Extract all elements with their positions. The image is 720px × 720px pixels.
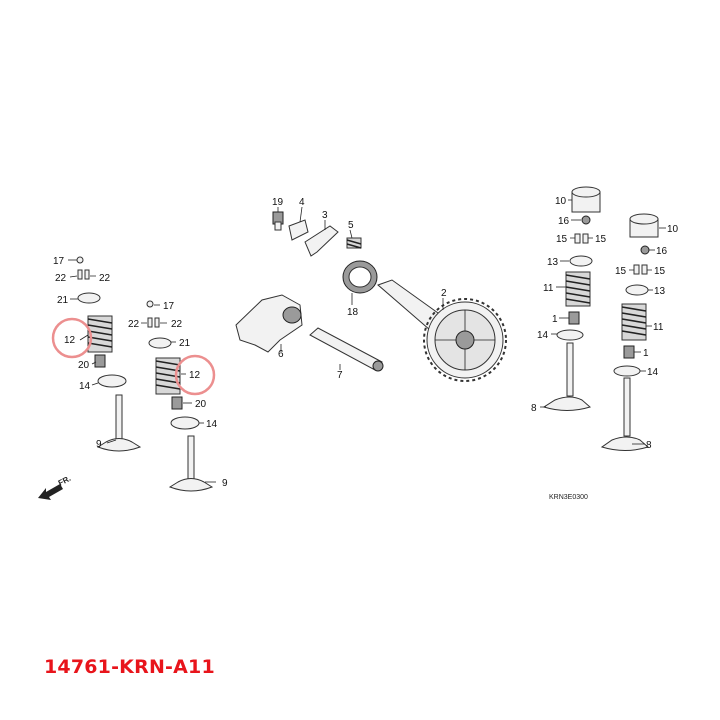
callout-16: 16 <box>656 246 668 257</box>
callout-9: 9 <box>222 478 228 489</box>
valve-spring-part-12 <box>87 315 113 353</box>
valve-part-9b <box>168 435 214 492</box>
callout-17: 17 <box>53 256 65 267</box>
callout-22: 22 <box>171 319 183 330</box>
callout-1: 1 <box>643 348 649 359</box>
seal-part-1 <box>568 311 580 325</box>
valve-part-9 <box>96 394 142 452</box>
callout-12: 12 <box>64 335 76 346</box>
callout-1: 1 <box>552 314 558 325</box>
callout-20: 20 <box>78 360 90 371</box>
cotter-part-15 <box>574 233 581 244</box>
callout-11: 11 <box>653 322 664 333</box>
valve-part-8b <box>600 377 650 451</box>
bolt-part-19 <box>272 211 284 231</box>
callout-22: 22 <box>99 273 111 284</box>
retainer-part-13 <box>569 255 593 267</box>
rocker-part-3 <box>304 225 339 257</box>
front-direction-arrow: FR. <box>38 474 72 500</box>
seal-part-20 <box>94 354 106 368</box>
callout-10: 10 <box>667 224 679 235</box>
callout-14: 14 <box>79 381 91 392</box>
valve-part-8 <box>542 342 592 411</box>
cotter-part-17b <box>146 300 154 308</box>
seat-part-14d <box>613 365 641 377</box>
cotter-part-22c <box>147 317 153 328</box>
rocker-shaft-part-7 <box>309 327 384 372</box>
rocker-arm-part-6 <box>235 294 303 353</box>
callout-15: 15 <box>556 234 568 245</box>
leader-lines <box>68 199 666 483</box>
left-valve-assembly-lower <box>146 300 214 492</box>
seat-part-14c <box>556 329 584 341</box>
right-valve-assembly-lower <box>600 213 659 451</box>
valve-spring-part-11b <box>621 303 647 341</box>
right-valve-assembly-upper <box>542 186 601 411</box>
seat-part-14 <box>97 374 127 388</box>
callout-12: 12 <box>189 370 201 381</box>
callout-15: 15 <box>615 266 627 277</box>
highlight-circle-12-center <box>174 354 216 396</box>
callout-2: 2 <box>441 288 447 299</box>
diagram-code: KRN3E0300 <box>549 494 588 501</box>
callout-11: 11 <box>543 283 554 294</box>
seal-part-1b <box>623 345 635 359</box>
callout-21: 21 <box>179 338 191 349</box>
front-label: FR. <box>57 474 73 488</box>
callout-5: 5 <box>348 220 354 231</box>
cotter-part-15b <box>582 233 589 244</box>
spring-part-5 <box>346 237 362 249</box>
callout-15: 15 <box>595 234 607 245</box>
callout-20: 20 <box>195 399 207 410</box>
highlight-circle-12-left <box>51 317 93 359</box>
cotter-part-17 <box>76 256 84 264</box>
callout-labels: 17 22 22 21 12 20 14 9 17 22 22 21 12 20… <box>53 196 679 489</box>
callout-13: 13 <box>654 286 666 297</box>
callout-8: 8 <box>531 403 537 414</box>
callout-9: 9 <box>96 439 102 450</box>
retainer-part-21b <box>148 337 172 349</box>
left-valve-assembly-upper <box>76 256 142 452</box>
tappet-part-10 <box>571 186 601 213</box>
callout-21: 21 <box>57 295 69 306</box>
callout-15: 15 <box>654 266 666 277</box>
callout-22: 22 <box>128 319 140 330</box>
callout-14: 14 <box>206 419 218 430</box>
camshaft-part-2 <box>377 279 507 382</box>
cotter-part-15d <box>641 264 648 275</box>
rocker-and-camshaft-group <box>235 211 507 382</box>
callout-14: 14 <box>647 367 659 378</box>
callout-7: 7 <box>337 370 343 381</box>
callout-14: 14 <box>537 330 549 341</box>
arrow-icon <box>38 484 63 500</box>
callout-18: 18 <box>347 307 359 318</box>
cotter-part-15c <box>633 264 640 275</box>
callout-3: 3 <box>322 210 328 221</box>
tappet-part-10b <box>629 213 659 238</box>
valve-spring-part-11 <box>565 271 591 307</box>
seal-part-20b <box>171 396 183 410</box>
callout-4: 4 <box>299 197 305 208</box>
part-number: 14761-KRN-A11 <box>44 656 215 678</box>
shim-part-16 <box>581 215 591 225</box>
bearing-part-18 <box>342 260 378 294</box>
callout-8: 8 <box>646 440 652 451</box>
seat-part-14b <box>170 416 200 430</box>
callout-19: 19 <box>272 197 284 208</box>
callout-16: 16 <box>558 216 570 227</box>
cotter-part-22 <box>77 269 83 280</box>
callout-6: 6 <box>278 349 284 360</box>
shim-part-16b <box>640 245 650 255</box>
cotter-part-22b <box>84 269 90 280</box>
callout-10: 10 <box>555 196 567 207</box>
retainer-part-21 <box>77 292 101 304</box>
cotter-part-22d <box>154 317 160 328</box>
callout-13: 13 <box>547 257 559 268</box>
callout-22: 22 <box>55 273 67 284</box>
retainer-part-13b <box>625 284 649 296</box>
callout-17: 17 <box>163 301 175 312</box>
plate-part-4 <box>288 219 309 241</box>
